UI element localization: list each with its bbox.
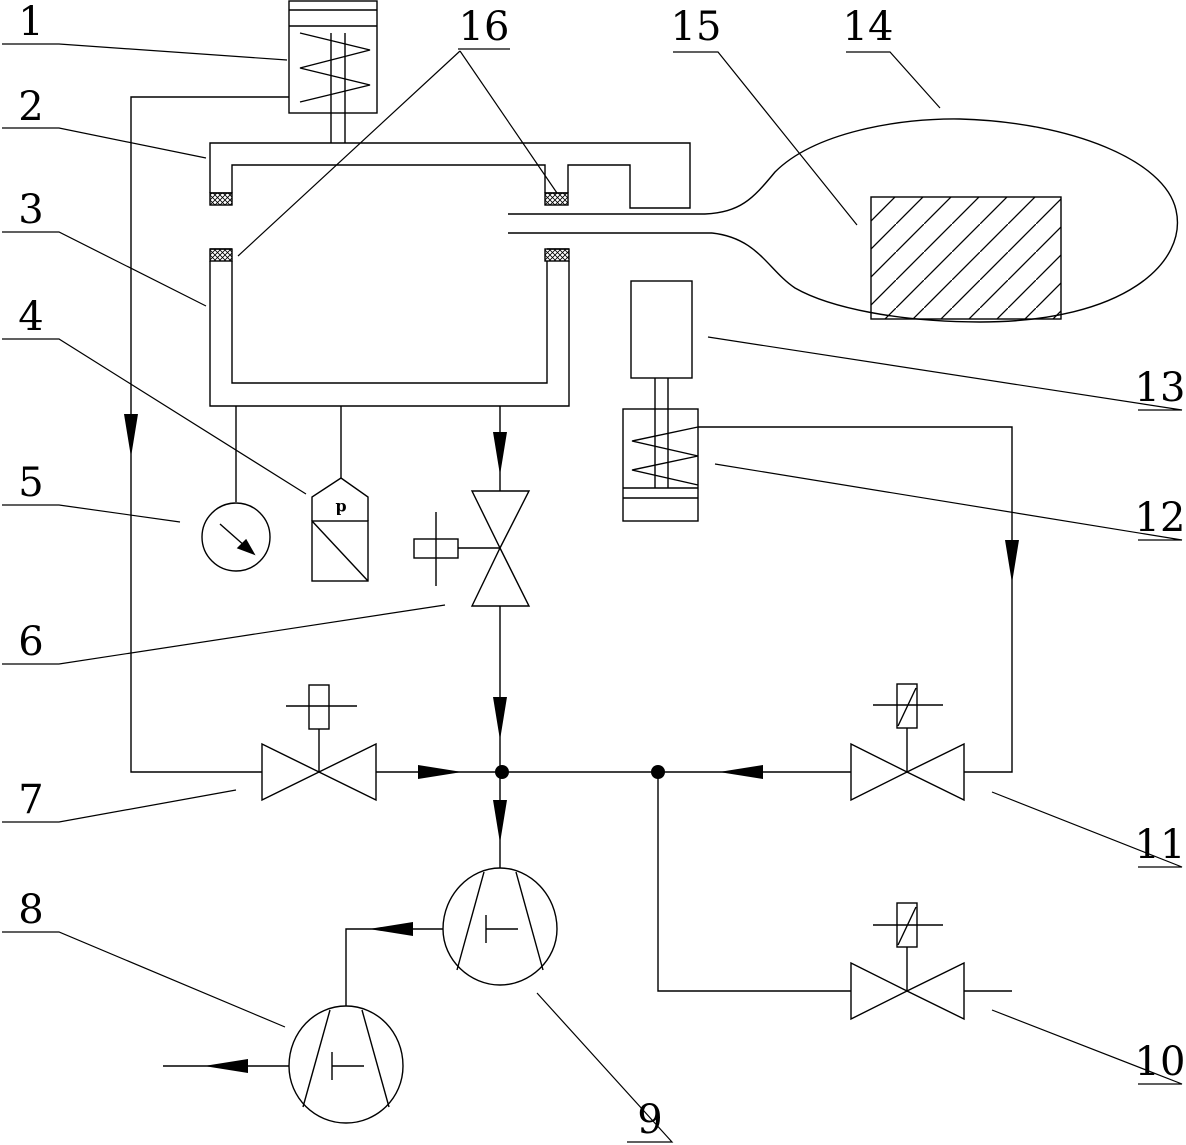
actuator-cylinder-1 — [288, 0, 378, 143]
label-6: 6 — [18, 619, 43, 665]
label-12: 12 — [1135, 495, 1186, 541]
actuator-cylinder-12 — [622, 378, 699, 522]
pressure-gauge-5 — [201, 502, 271, 572]
solenoid-valve-6 — [413, 490, 531, 607]
chamber-lid-2 — [209, 142, 691, 209]
label-11: 11 — [1135, 822, 1186, 868]
label-4: 4 — [18, 294, 43, 340]
label-7: 7 — [18, 777, 43, 823]
vacuum-chamber-3 — [209, 248, 570, 407]
flexible-bag-14 — [704, 118, 1179, 323]
callout-labels: 1 2 3 4 5 6 7 8 9 10 11 12 13 14 15 16 — [18, 0, 1185, 1143]
vacuum-sensor-4 — [311, 477, 369, 582]
label-2: 2 — [18, 84, 43, 130]
label-10: 10 — [1135, 1039, 1186, 1085]
solenoid-valve-10 — [850, 902, 965, 1021]
label-1: 1 — [18, 0, 43, 45]
leader-lines — [2, 43, 1183, 1143]
vacuum-pump-9 — [442, 867, 558, 986]
actuator-body-13 — [630, 280, 693, 379]
junction-dots — [495, 765, 665, 779]
label-9: 9 — [637, 1097, 662, 1143]
solenoid-valve-11 — [850, 683, 965, 802]
flow-arrows — [124, 414, 1019, 1073]
vacuum-pump-8 — [288, 1005, 404, 1124]
label-5: 5 — [18, 460, 43, 506]
sensor-symbol: d — [335, 499, 346, 518]
label-8: 8 — [18, 887, 43, 933]
label-16: 16 — [459, 4, 510, 50]
label-3: 3 — [18, 187, 43, 233]
label-14: 14 — [843, 4, 894, 50]
workpiece-15 — [870, 196, 1062, 320]
gauge-needle — [236, 538, 256, 556]
label-13: 13 — [1135, 365, 1186, 411]
seal-rings-16 — [209, 192, 570, 262]
connection-tube — [508, 213, 712, 234]
solenoid-valve-7 — [261, 684, 377, 802]
label-15: 15 — [671, 4, 722, 50]
